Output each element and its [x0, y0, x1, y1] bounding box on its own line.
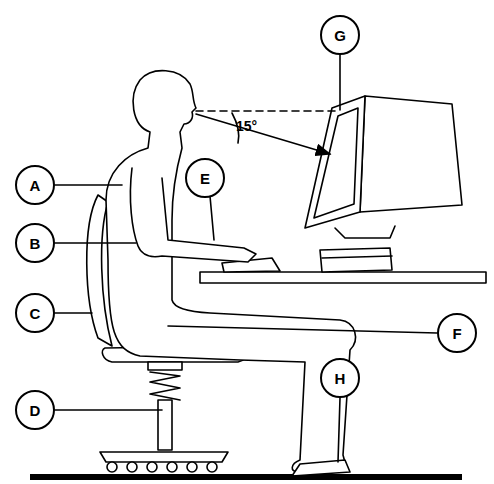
desk — [200, 272, 486, 283]
callout-circle: B — [15, 223, 55, 263]
callout-letter: C — [30, 305, 41, 322]
callout-letter: A — [30, 177, 41, 194]
callout-circle: D — [15, 390, 55, 430]
callout-circle: H — [320, 358, 360, 398]
callout-circle: F — [437, 313, 477, 353]
callout-letter: G — [334, 27, 346, 44]
angle-label: 15° — [236, 118, 257, 134]
person-figure — [106, 71, 355, 472]
monitor — [305, 96, 462, 272]
leader-lines — [55, 55, 437, 462]
callout-letter: D — [30, 402, 41, 419]
callout-letter: H — [335, 370, 346, 387]
callout-circle: G — [320, 15, 360, 55]
callout-letter: E — [200, 170, 210, 187]
callout-letter: B — [30, 235, 41, 252]
floor — [30, 474, 462, 480]
sight-lines — [196, 111, 340, 154]
callout-letter: F — [452, 325, 461, 342]
callout-circle: A — [15, 165, 55, 205]
footrest — [292, 460, 350, 476]
callout-circle: E — [185, 158, 225, 198]
callout-circle: C — [15, 293, 55, 333]
